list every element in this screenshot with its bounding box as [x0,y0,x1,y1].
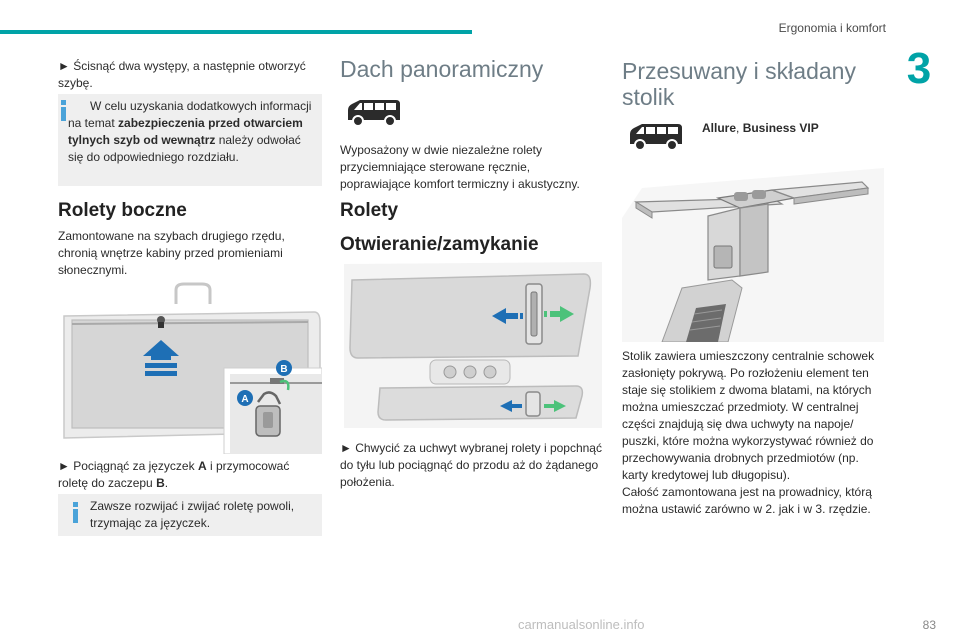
heading-blinds: Rolety [340,200,399,221]
info-box-rear-windows: W celu uzyskania dodatkowych informacji … [58,94,322,186]
heading-panoramic-roof: Dach panoramiczny [340,56,544,82]
watermark: carmanualsonline.info [518,617,645,632]
top-accent-bar [0,30,472,34]
folding-table-illustration [622,168,884,342]
side-blind-illustration: B A [58,282,322,454]
label-a: A [241,394,248,405]
roof-blind-illustration [344,262,602,428]
chapter-title: Ergonomia i komfort [778,21,886,35]
page-number: 83 [922,618,936,632]
table-description: Stolik zawiera umieszczony centralnie sc… [622,349,875,482]
table-rail-info: Całość zamontowana jest na prowadnicy, k… [622,485,872,516]
info-icon [72,502,79,523]
info-icon [60,100,67,121]
heading-side-blinds: Rolety boczne [58,200,187,221]
side-blinds-intro: Zamontowane na szybach drugiego rzędu, c… [58,229,285,277]
chapter-number: 3 [906,44,932,93]
step-squeeze-open: ► Ścisnąć dwa występy, a następnie otwor… [58,59,306,90]
info-text-rear-windows: W celu uzyskania dodatkowych informacji … [68,99,312,164]
version-list: Allure, Business VIP [702,121,819,135]
van-icon [348,100,400,127]
van-icon [630,124,682,151]
panoramic-roof-intro: Wyposażony w dwie niezależne rolety przy… [340,143,580,191]
step-pull-tab: ► Pociągnąć za języczek A i przymocować … [58,459,290,490]
info-text-blind-usage: Zawsze rozwijać i zwijać roletę powoli, … [90,499,295,530]
label-b: B [280,364,287,375]
heading-open-close: Otwieranie/zamykanie [340,234,539,255]
info-box-blind-usage: Zawsze rozwijać i zwijać roletę powoli, … [58,494,322,536]
step-grab-handle: ► Chwycić za uchwyt wybranej rolety i po… [340,441,602,489]
